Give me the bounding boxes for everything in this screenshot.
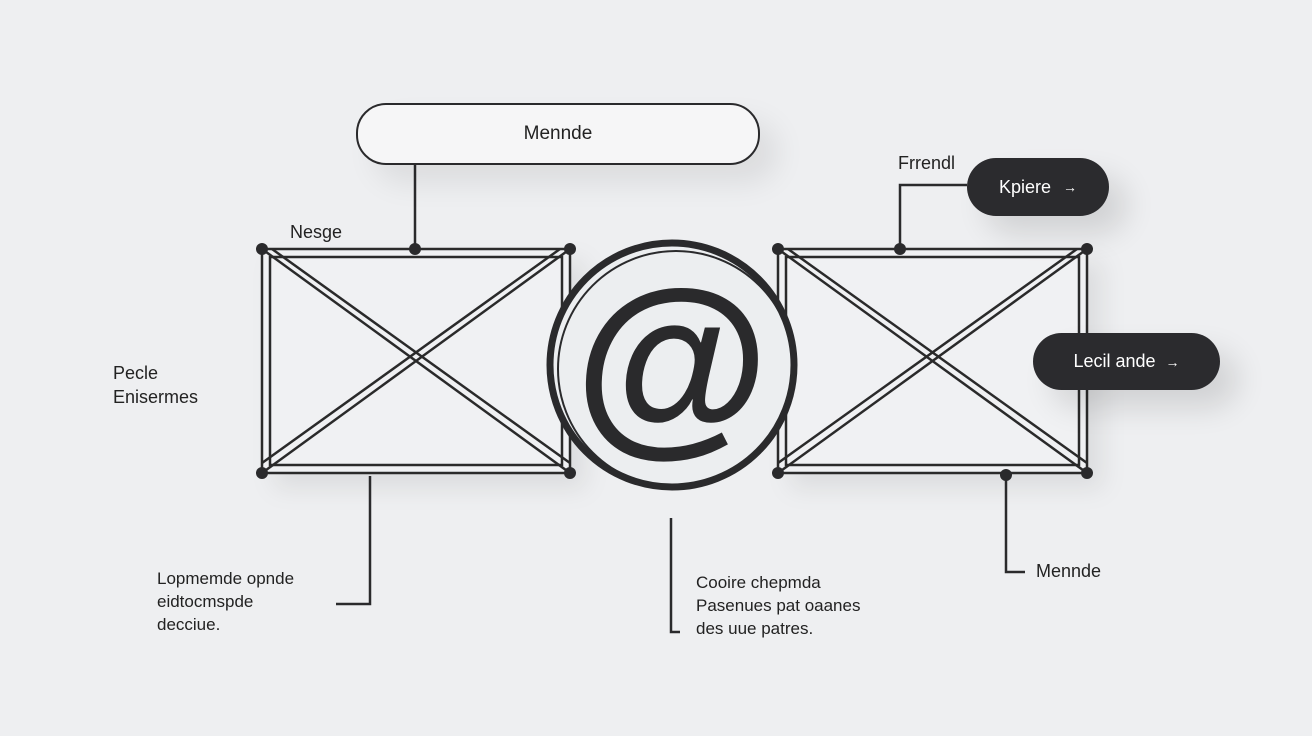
arrow-right-icon: → — [1165, 353, 1180, 370]
left-envelope-icon — [260, 247, 572, 475]
caption-center-line: Pasenues pat oaanes — [696, 596, 861, 615]
caption-center-line: des uue patres. — [696, 619, 814, 638]
connector-lines — [336, 165, 1025, 634]
kpiere-button[interactable]: Kpiere → — [967, 158, 1109, 216]
label-frrendl: Frrendl — [898, 153, 956, 173]
label-nesge: Nesge — [290, 222, 343, 242]
top-box-label: Mennde — [523, 123, 593, 144]
lecil-ande-button[interactable]: Lecil ande → — [1033, 333, 1220, 390]
label-mennde-bottom: Mennde — [1036, 561, 1102, 581]
at-circle — [546, 239, 798, 491]
lecil-ande-label: Lecil ande — [1073, 351, 1156, 371]
label-enisermes: Enisermes — [113, 387, 199, 407]
at-symbol: @ — [574, 250, 770, 473]
top-box-mennde[interactable]: Mennde — [356, 103, 760, 165]
caption-left: Lopmemde opnde eidtocmspde decciue. — [157, 567, 294, 636]
caption-left-line: decciue. — [157, 615, 221, 634]
label-pecle: Pecle — [113, 363, 159, 383]
connector-nodes — [256, 243, 1093, 481]
caption-center-line: Cooire chepmda — [696, 573, 821, 592]
caption-left-line: Lopmemde opnde — [157, 569, 295, 588]
caption-center: Cooire chepmda Pasenues pat oaanes des u… — [696, 571, 860, 640]
kpiere-label: Kpiere — [998, 176, 1052, 197]
arrow-right-icon: → — [1063, 179, 1078, 195]
caption-left-line: eidtocmspde — [157, 592, 254, 611]
